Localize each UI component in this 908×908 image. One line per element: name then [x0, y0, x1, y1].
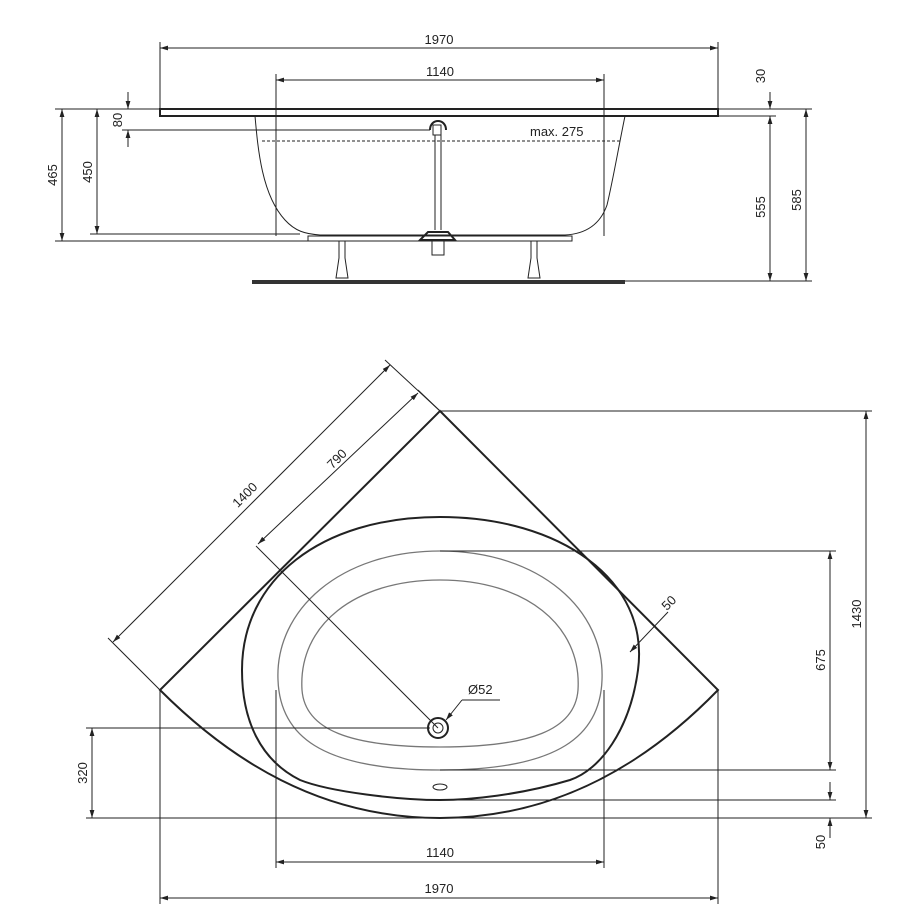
dim-side-1400: 1400	[229, 479, 260, 510]
dim-inner-width: 1140	[426, 64, 454, 79]
bowl-rim	[240, 515, 641, 802]
dim-height-450: 450	[80, 161, 95, 183]
dim-rim-30: 30	[753, 69, 768, 83]
dim-front-50: 50	[813, 835, 828, 849]
overflow	[432, 783, 448, 791]
dim-plan-inner-width: 1140	[426, 845, 454, 860]
plan-view: 1400 790 50 Ø52 1430 675 50 320 1140 197…	[75, 359, 872, 904]
side-elevation: 1970 1140 max. 275 465 450 80 30 555 585	[45, 32, 812, 284]
dim-depth-1430: 1430	[849, 600, 864, 629]
dim-drain-diameter: Ø52	[468, 682, 493, 697]
dim-drain-320: 320	[75, 762, 90, 784]
dim-height-555: 555	[753, 196, 768, 218]
dim-bowl-790: 790	[324, 446, 350, 472]
dim-overall-width: 1970	[425, 32, 454, 47]
tub-body	[254, 115, 626, 236]
dim-overflow-80: 80	[110, 113, 125, 127]
dim-plan-overall-width: 1970	[425, 881, 454, 896]
max-water-label: max. 275	[530, 124, 583, 139]
dim-bowl-675: 675	[813, 649, 828, 671]
dim-height-585: 585	[789, 189, 804, 211]
rim	[159, 108, 719, 117]
dim-height-465: 465	[45, 164, 60, 186]
bowl-inner-ring	[301, 579, 579, 748]
waste-overflow-pipe	[417, 120, 458, 256]
tub-outline	[158, 409, 720, 820]
floor-plate	[252, 280, 625, 284]
dim-rim-offset-50: 50	[658, 592, 679, 613]
support-feet	[335, 240, 541, 279]
